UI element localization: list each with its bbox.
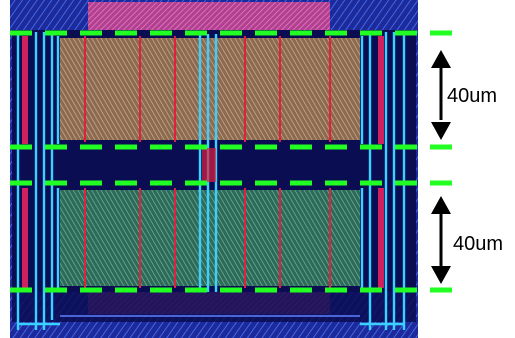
- guard-rings: [22, 36, 384, 288]
- dimension-arrow-bottom: [431, 196, 451, 284]
- active-area-bottom: [60, 190, 360, 286]
- dimension-label-top: 40um: [447, 85, 498, 107]
- guide-ticks: [430, 30, 452, 293]
- active-area-top: [60, 38, 360, 140]
- center-via: [202, 148, 216, 182]
- poly-gates: [84, 36, 331, 288]
- metal-routing: [16, 32, 406, 330]
- implant-top: [88, 2, 330, 30]
- dimension-label-bottom: 40um: [453, 233, 504, 255]
- well-base: [12, 292, 416, 322]
- dimension-arrow-top: [431, 50, 451, 140]
